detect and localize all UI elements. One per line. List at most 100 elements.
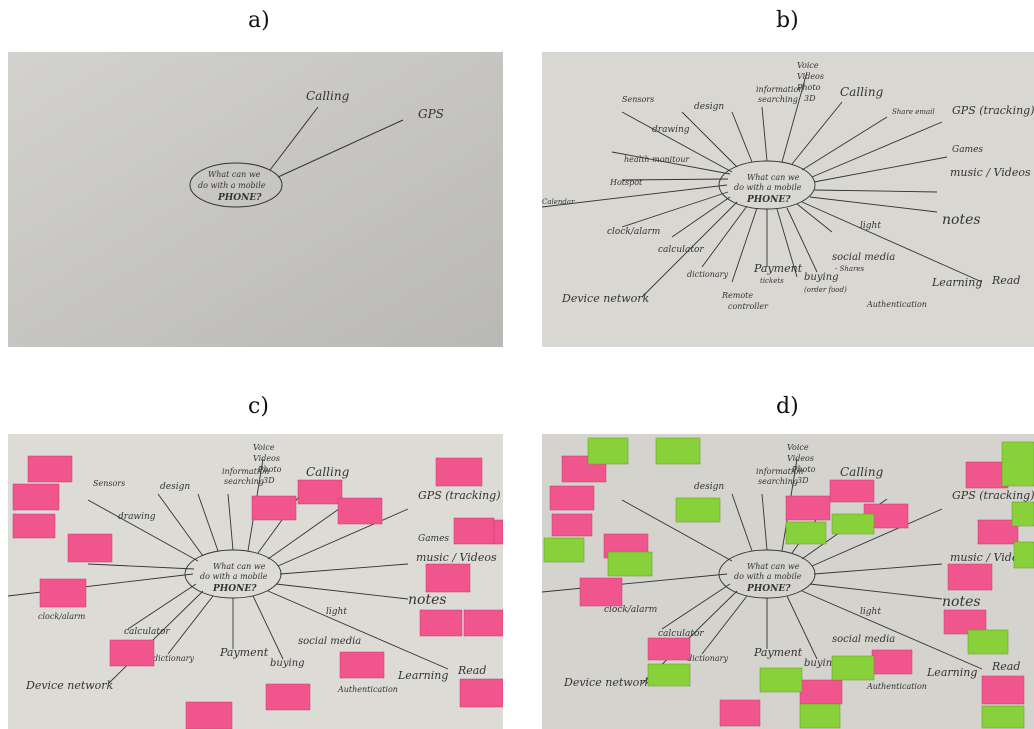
sticky-note [27,455,73,483]
d-topic-photo: Photo [791,465,816,474]
b-topic-dictionary: dictionary [687,270,728,279]
b-center-line3: PHONE? [746,195,791,205]
sticky-note [493,519,503,545]
d-topic-voice: Voice [787,443,809,452]
b-topic-videos: Videos [797,72,824,81]
a-center-line2: do with a mobile [198,181,266,190]
b-topic-social: social media [832,252,895,263]
d-topic-buying: buying [804,658,839,669]
d-topic-dictionary: dictionary [687,654,728,663]
c-topic-notes: notes [408,592,447,608]
d-center-line1: What can we [747,562,800,571]
c-topic-sensors: Sensors [93,479,125,488]
b-topic-calculator: calculator [658,245,704,255]
sticky-note [12,513,56,539]
c-center-line1: What can we [213,562,266,571]
sticky-note [419,609,463,637]
c-topic-3d: 3D [263,476,275,485]
c-topic-music: music / Videos [416,551,497,564]
sticky-note [947,563,993,591]
a-topic-calling: Calling [306,89,350,103]
c-topic-photo: Photo [257,465,282,474]
sticky-note [655,437,701,465]
c-topic-voice: Voice [253,443,275,452]
sticky-note [543,537,585,563]
sticky-note [1013,541,1034,569]
sticky-note [109,639,155,667]
d-center-line2: do with a mobile [734,572,802,581]
sticky-note [551,513,593,537]
c-topic-calculator: calculator [124,627,170,637]
a-topic-gps: GPS [418,107,444,121]
photo-c-svg: What can we do with a mobile PHONE? Call… [8,434,503,729]
sticky-note [831,655,875,681]
photo-d: What can we do with a mobile PHONE? Call… [542,434,1034,729]
photo-c: What can we do with a mobile PHONE? Call… [8,434,503,729]
b-topic-voice: Voice [797,61,819,70]
sticky-note [829,479,875,503]
c-sticky-notes [12,455,503,729]
photo-b-svg: What can we do with a mobile PHONE? Call… [542,52,1034,347]
d-topic-read: Read [991,660,1020,673]
photo-a: Calling GPS What can we do with a mobile… [8,52,503,347]
d-topic-music: music / Videos [950,551,1031,564]
sticky-note [799,679,843,705]
photo-b: What can we do with a mobile PHONE? Call… [542,52,1034,347]
d-topic-device-network: Device network [563,676,652,689]
c-topic-learning: Learning [397,669,448,682]
b-topic-photo: Photo [796,83,821,92]
sticky-note [785,521,827,545]
b-topic-payment: Payment [753,262,803,275]
sticky-note [435,457,483,487]
sticky-note [785,495,831,521]
c-topic-dictionary: dictionary [153,654,194,663]
b-topic-calendar: Calendar [542,198,575,206]
c-center-line3: PHONE? [212,584,257,594]
sticky-note [607,551,653,577]
c-topic-information: information [222,467,269,476]
sticky-note [719,699,761,727]
b-topic-tickets: tickets [760,277,784,285]
sticky-note [297,479,343,505]
sticky-note [981,705,1025,729]
photo-a-svg: Calling GPS What can we do with a mobile… [8,52,503,347]
sticky-note [759,667,803,693]
d-topic-gps: GPS (tracking) [952,489,1034,502]
d-topic-calculator: calculator [658,629,704,639]
b-topic-buying: buying [804,272,839,283]
sticky-note [965,461,1009,489]
sticky-note [871,649,913,675]
b-topic-authentication: Authentication [866,300,927,309]
b-topic-health: health monitour [624,155,690,164]
sticky-note [1011,501,1034,527]
b-center-line2: do with a mobile [734,183,802,192]
b-center-line1: What can we [747,173,800,182]
c-topic-games: Games [418,534,449,544]
panel-label-c: c) [248,394,269,419]
d-topic-design: design [694,482,724,492]
c-topic-read: Read [457,664,486,677]
b-topic-information: information [756,85,803,94]
sticky-note [453,517,495,545]
b-topic-drawing: drawing [652,125,690,135]
c-topic-design: design [160,482,190,492]
c-topic-light: light [326,607,347,617]
c-topic-authentication: Authentication [337,685,398,694]
sticky-note [265,683,311,711]
sticky-note [647,663,691,687]
sticky-note [251,495,297,521]
sticky-note [337,497,383,525]
sticky-note [799,703,841,729]
d-topic-clock: clock/alarm [604,605,657,615]
c-topic-social: social media [298,636,361,647]
b-topic-remote: Remote [721,291,753,300]
sticky-note [831,513,875,535]
panel-label-a: a) [248,8,270,33]
d-topic-information: information [756,467,803,476]
sticky-note [675,497,721,523]
d-topic-social: social media [832,634,895,645]
d-topic-calling: Calling [840,465,884,479]
sticky-note [463,609,503,637]
b-topic-device-network: Device network [561,292,650,305]
c-topic-drawing: drawing [118,512,156,522]
